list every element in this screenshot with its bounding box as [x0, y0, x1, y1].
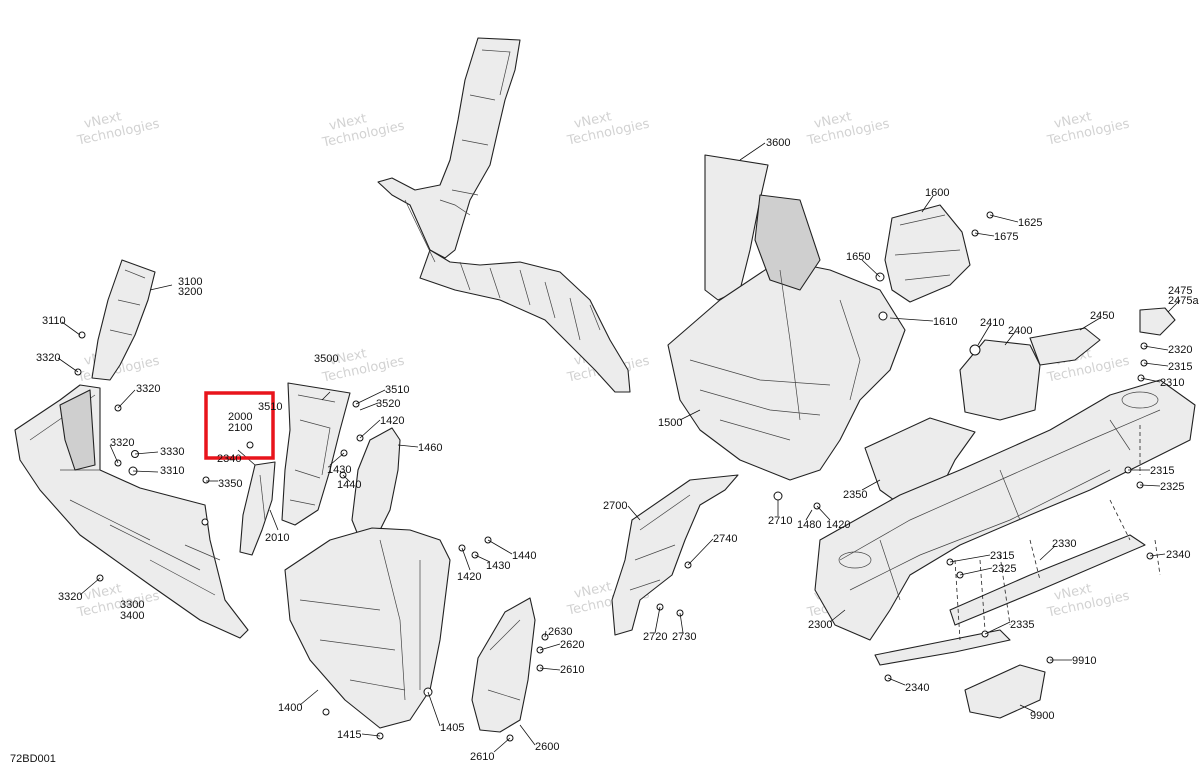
- callout-3330[interactable]: 3330: [160, 446, 184, 458]
- callout-3510[interactable]: 3510: [385, 384, 409, 396]
- callout-2730[interactable]: 2730: [672, 631, 696, 643]
- callout-3500[interactable]: 3500: [314, 353, 338, 365]
- callout-2600[interactable]: 2600: [535, 741, 559, 753]
- callout-2340[interactable]: 2340: [1166, 549, 1190, 561]
- callout-3350[interactable]: 3350: [218, 478, 242, 490]
- panel-2000-2100: [239, 461, 276, 556]
- callout-2630[interactable]: 2630: [548, 626, 572, 638]
- callout-2010[interactable]: 2010: [265, 532, 289, 544]
- callout-3400[interactable]: 3400: [120, 610, 144, 622]
- callout-2400[interactable]: 2400: [1008, 325, 1032, 337]
- center-tunnel-assembly: [814, 307, 1196, 719]
- callout-3200[interactable]: 3200: [178, 286, 202, 298]
- callout-2335[interactable]: 2335: [1010, 619, 1034, 631]
- callout-3320[interactable]: 3320: [36, 352, 60, 364]
- callout-1675[interactable]: 1675: [994, 231, 1018, 243]
- callout-2340[interactable]: 2340: [217, 453, 241, 465]
- callout-2610[interactable]: 2610: [470, 751, 494, 763]
- callout-1420[interactable]: 1420: [380, 415, 404, 427]
- callout-1415[interactable]: 1415: [337, 729, 361, 741]
- callout-3110[interactable]: 3110: [42, 315, 66, 327]
- callout-2410[interactable]: 2410: [980, 317, 1004, 329]
- highlight-box: [204, 391, 275, 460]
- callout-1440[interactable]: 1440: [512, 550, 536, 562]
- callout-2475a[interactable]: 2475a: [1168, 295, 1199, 307]
- callout-1480[interactable]: 1480: [797, 519, 821, 531]
- callout-2330[interactable]: 2330: [1052, 538, 1076, 550]
- callout-3320[interactable]: 3320: [58, 591, 82, 603]
- callout-3310[interactable]: 3310: [160, 465, 184, 477]
- callout-1430[interactable]: 1430: [327, 464, 351, 476]
- callout-9900[interactable]: 9900: [1030, 710, 1054, 722]
- callout-2000[interactable]: 2000: [228, 411, 252, 423]
- callout-2700[interactable]: 2700: [603, 500, 627, 512]
- callout-2100[interactable]: 2100: [228, 422, 252, 434]
- part-1600: [884, 204, 971, 303]
- leader-lines: [57, 142, 1181, 753]
- callout-1650[interactable]: 1650: [846, 251, 870, 263]
- callout-1500[interactable]: 1500: [658, 417, 682, 429]
- callout-1610[interactable]: 1610: [933, 316, 957, 328]
- callout-3320[interactable]: 3320: [136, 383, 160, 395]
- callout-2315[interactable]: 2315: [1150, 465, 1174, 477]
- callout-2350[interactable]: 2350: [843, 489, 867, 501]
- callout-3510[interactable]: 3510: [258, 401, 282, 413]
- dashed-leaders: [954, 425, 1161, 641]
- callout-2720[interactable]: 2720: [643, 631, 667, 643]
- callout-3100[interactable]: 3100: [178, 276, 202, 288]
- callout-2315[interactable]: 2315: [1168, 361, 1192, 373]
- callout-2325[interactable]: 2325: [992, 563, 1016, 575]
- callout-1400[interactable]: 1400: [278, 702, 302, 714]
- callout-2450[interactable]: 2450: [1090, 310, 1114, 322]
- callout-2325[interactable]: 2325: [1160, 481, 1184, 493]
- lower-panel-1400: [284, 427, 451, 729]
- diagram-code: 72BD001: [10, 753, 56, 765]
- callout-2300[interactable]: 2300: [808, 619, 832, 631]
- callout-3300[interactable]: 3300: [120, 599, 144, 611]
- callout-2315[interactable]: 2315: [990, 550, 1014, 562]
- callout-1600[interactable]: 1600: [925, 187, 949, 199]
- panel-2700: [611, 474, 739, 636]
- callout-2475[interactable]: 2475: [1168, 285, 1192, 297]
- callout-2740[interactable]: 2740: [713, 533, 737, 545]
- callout-1405[interactable]: 1405: [440, 722, 464, 734]
- callout-2620[interactable]: 2620: [560, 639, 584, 651]
- bracket-2600: [471, 597, 536, 733]
- callout-2310[interactable]: 2310: [1160, 377, 1184, 389]
- callout-3520[interactable]: 3520: [376, 398, 400, 410]
- callout-3320[interactable]: 3320: [110, 437, 134, 449]
- panel-3500: [281, 382, 351, 526]
- callout-1440[interactable]: 1440: [337, 479, 361, 491]
- callout-1420[interactable]: 1420: [457, 571, 481, 583]
- callout-1430[interactable]: 1430: [486, 560, 510, 572]
- callout-9910[interactable]: 9910: [1072, 655, 1096, 667]
- frame-bar-assembly: [377, 37, 631, 393]
- left-side-panel-assembly: [14, 259, 249, 639]
- callout-1420[interactable]: 1420: [826, 519, 850, 531]
- callout-3600[interactable]: 3600: [766, 137, 790, 149]
- callout-2710[interactable]: 2710: [768, 515, 792, 527]
- center-console-1500: [667, 154, 906, 481]
- callout-2610[interactable]: 2610: [560, 664, 584, 676]
- callout-2320[interactable]: 2320: [1168, 344, 1192, 356]
- callout-labels: 3100 3200 3110 3320 3320 3320 3330 3310 …: [36, 137, 1199, 763]
- callout-2340[interactable]: 2340: [905, 682, 929, 694]
- callout-1625[interactable]: 1625: [1018, 217, 1042, 229]
- callout-1460[interactable]: 1460: [418, 442, 442, 454]
